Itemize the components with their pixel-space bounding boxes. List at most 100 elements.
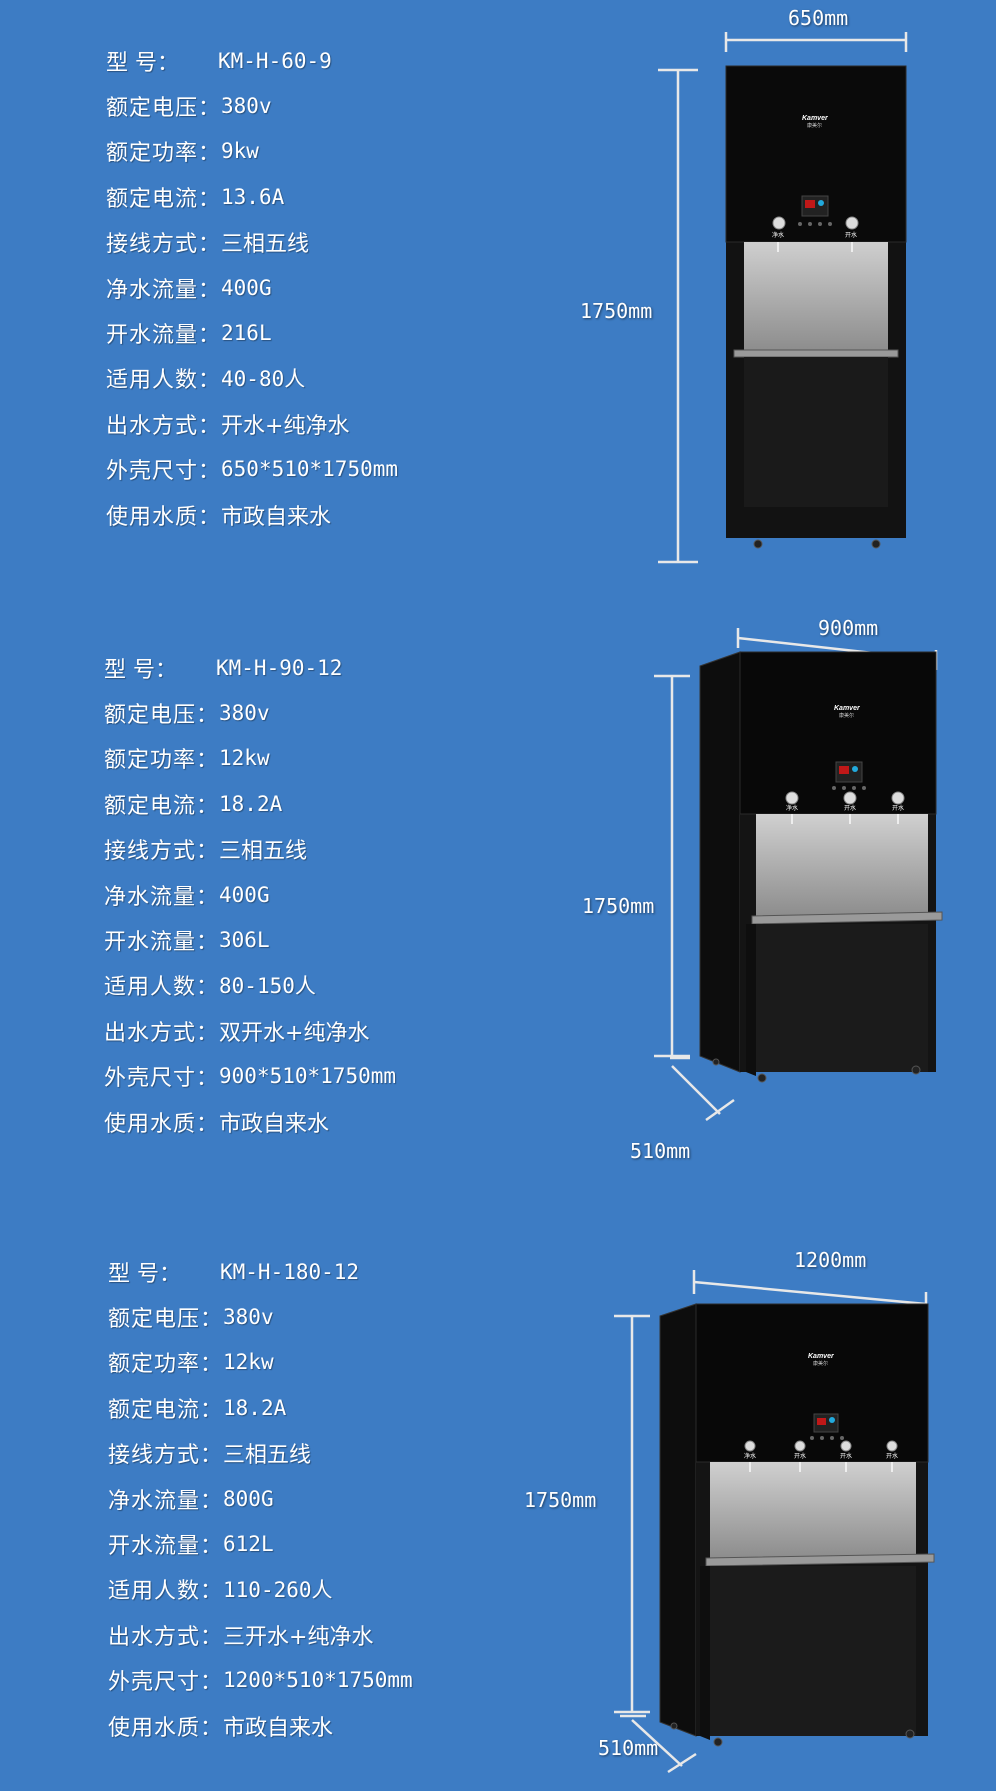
spec-label: 接线方式： (104, 839, 220, 865)
brand-logo: Kamver (834, 705, 861, 712)
spec-value: 1200*510*1750mm (223, 1668, 413, 1693)
spec-value: 12kw (223, 1350, 274, 1375)
spec-label: 出水方式： (106, 413, 222, 439)
spec-value: 9kw (221, 139, 259, 164)
tap-button-hot-2 (891, 791, 905, 805)
tap-button-pure (772, 216, 786, 230)
cabinet-side (659, 1303, 697, 1737)
svg-text:开水: 开水 (844, 804, 856, 812)
width-dimension-label: 1200mm (794, 1248, 867, 1272)
spec-label: 净水流量： (106, 277, 222, 303)
spec-label: 净水流量： (108, 1488, 224, 1514)
spec-value: 306L (219, 928, 270, 953)
spec-value: 市政自来水 (219, 1111, 330, 1137)
spec-value: 12kw (219, 746, 270, 771)
spec-label: 额定功率： (106, 141, 222, 167)
spec-value: 开水+纯净水 (221, 413, 350, 439)
tap-button-pure (744, 1440, 756, 1452)
spec-value: 市政自来水 (221, 504, 332, 530)
drip-tray (751, 911, 943, 925)
tap-button-hot-1 (843, 791, 857, 805)
spec-label: 额定电压： (108, 1307, 224, 1333)
spec-size: 外壳尺寸：1200*510*1750mm (108, 1658, 413, 1703)
spec-users: 适用人数：40-80人 (106, 356, 398, 401)
height-dimension-line (658, 68, 698, 564)
tap-button-hot-3 (886, 1440, 898, 1452)
spec-value: 40-80人 (221, 367, 306, 392)
svg-text:康美尔: 康美尔 (839, 712, 854, 719)
spec-wiring: 接线方式：三相五线 (106, 220, 398, 265)
spec-label: 使用水质： (104, 1111, 220, 1137)
svg-text:开水: 开水 (845, 231, 857, 239)
spec-list: 型 号： KM-H-180-12 额定电压：380v 额定功率：12kw 额定电流… (108, 1249, 413, 1748)
depth-dimension-line (670, 1056, 735, 1122)
top-panel (695, 1303, 929, 1463)
water-dispenser-image: Kamver 康美尔 净水 开水 开水 开水 (614, 1270, 935, 1774)
spec-model: 型 号： KM-H-90-12 (104, 645, 396, 690)
spec-value: 400G (221, 275, 272, 300)
spec-value: 三相五线 (221, 232, 310, 258)
spec-value: 三相五线 (219, 839, 308, 865)
spec-label: 型 号： (104, 657, 177, 683)
spec-value: 三相五线 (223, 1443, 312, 1469)
spec-value: 400G (219, 882, 270, 907)
water-dispenser-image: Kamver 康美尔 净水 开水 (658, 32, 908, 564)
spec-water: 使用水质：市政自来水 (104, 1099, 396, 1144)
spec-value: 18.2A (219, 791, 283, 816)
spec-outlet: 出水方式：三开水+纯净水 (108, 1612, 413, 1657)
spec-label: 额定电压： (106, 96, 222, 122)
spec-users: 适用人数：110-260人 (108, 1567, 413, 1612)
depth-dimension-label: 510mm (598, 1736, 659, 1760)
spec-value: 18.2A (223, 1395, 287, 1420)
spec-label: 出水方式： (104, 1020, 220, 1046)
spec-outlet: 出水方式：双开水+纯净水 (104, 1008, 396, 1053)
spec-value: 三开水+纯净水 (223, 1624, 374, 1650)
spec-label: 型 号： (108, 1261, 181, 1287)
spec-value: KM-H-180-12 (220, 1259, 360, 1284)
spec-water: 使用水质：市政自来水 (106, 492, 398, 537)
tap-button-pure (785, 791, 799, 805)
spec-boil-flow: 开水流量：306L (104, 917, 396, 962)
spec-current: 额定电流：18.2A (104, 781, 396, 826)
spec-size: 外壳尺寸：900*510*1750mm (104, 1054, 396, 1099)
tap-button-hot-2 (840, 1440, 852, 1452)
spec-value: 市政自来水 (223, 1715, 334, 1741)
spec-value: 13.6A (221, 184, 285, 209)
spec-list: 型 号： KM-H-90-12 额定电压：380v 额定功率：12kw 额定电流：… (104, 645, 396, 1144)
water-dispenser-image: Kamver 康美尔 净水 开水 开水 (654, 628, 943, 1122)
spec-power: 额定功率：9kw (106, 129, 398, 174)
spec-voltage: 额定电压：380v (108, 1294, 413, 1339)
spec-voltage: 额定电压：380v (106, 83, 398, 128)
spec-users: 适用人数：80-150人 (104, 963, 396, 1008)
svg-text:净水: 净水 (786, 804, 798, 812)
spec-label: 额定电流： (106, 186, 222, 212)
brand-logo: Kamver (802, 115, 829, 122)
svg-text:开水: 开水 (892, 804, 904, 812)
spec-value: 650*510*1750mm (221, 457, 399, 482)
spec-pure-flow: 净水流量：400G (104, 872, 396, 917)
spec-current: 额定电流：18.2A (108, 1385, 413, 1430)
spec-label: 开水流量： (104, 930, 220, 956)
depth-dimension-label: 510mm (630, 1139, 691, 1163)
depth-dimension-line (620, 1714, 697, 1774)
spec-value: 800G (223, 1486, 274, 1511)
spec-value: KM-H-90-12 (216, 655, 343, 680)
spec-label: 额定电流： (104, 793, 220, 819)
svg-text:开水: 开水 (840, 1452, 852, 1460)
spec-list: 型 号：KM-H-60-9 额定电压：380v 额定功率：9kw 额定电流：13… (106, 38, 398, 537)
spec-wiring: 接线方式：三相五线 (104, 827, 396, 872)
tap-button-hot (845, 216, 859, 230)
width-dimension-label: 650mm (788, 6, 849, 30)
spec-label: 开水流量： (106, 323, 222, 349)
spec-pure-flow: 净水流量：800G (108, 1476, 413, 1521)
spec-label: 使用水质： (108, 1715, 224, 1741)
spec-label: 型 号： (106, 50, 179, 76)
spec-voltage: 额定电压：380v (104, 690, 396, 735)
spec-label: 出水方式： (108, 1624, 224, 1650)
spec-power: 额定功率：12kw (108, 1340, 413, 1385)
top-panel (739, 651, 937, 815)
spec-label: 额定功率： (104, 748, 220, 774)
spec-power: 额定功率：12kw (104, 736, 396, 781)
svg-text:康美尔: 康美尔 (813, 1360, 828, 1367)
spec-label: 使用水质： (106, 504, 222, 530)
